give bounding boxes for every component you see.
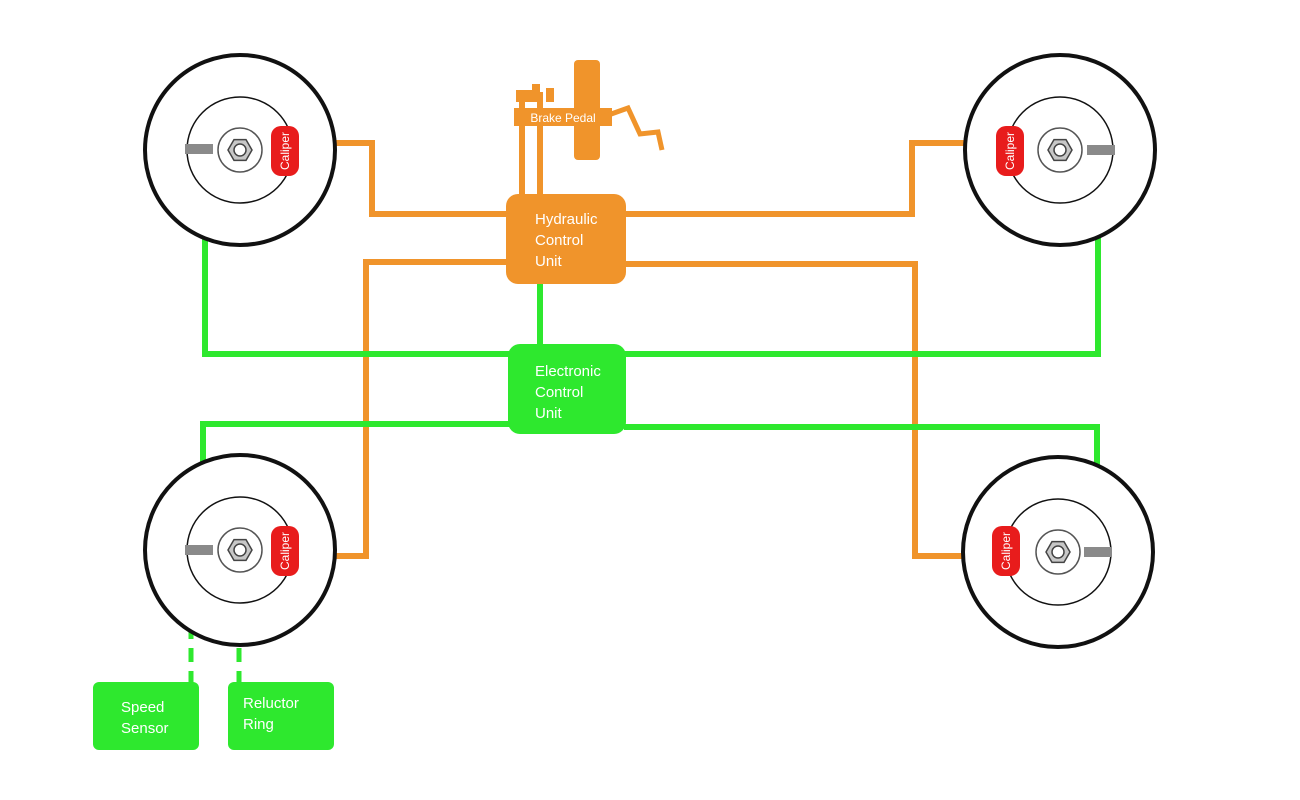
hub-nut-icon bbox=[227, 538, 253, 562]
brake-pedal-icon: Brake Pedal bbox=[514, 60, 665, 160]
hydraulic-line-rear-right bbox=[622, 261, 1000, 559]
caliper-label-rear-right: Caliper bbox=[999, 532, 1013, 570]
wheel-front-left: Caliper bbox=[143, 53, 337, 247]
caliper-rear-left bbox=[271, 526, 299, 576]
ecu-label-line-2: Control bbox=[535, 384, 583, 401]
reluctor-ring-box: Reluctor Ring bbox=[228, 682, 334, 750]
caliper-label-rear-left: Caliper bbox=[278, 532, 292, 570]
speed-sensor bbox=[1084, 547, 1112, 557]
wheel-rear-right: Caliper bbox=[961, 455, 1155, 649]
reluctor-ring-label-line-2: Ring bbox=[243, 716, 274, 733]
hub-nut-icon bbox=[1047, 138, 1073, 162]
hydraulic-line-front-right bbox=[622, 140, 1000, 217]
hcu-label-line-3: Unit bbox=[535, 253, 563, 270]
hub-nut-icon bbox=[1045, 540, 1071, 564]
electronic-control-unit: Electronic Control Unit bbox=[508, 344, 626, 434]
speed-sensor bbox=[185, 144, 213, 154]
reluctor-ring-label-line-1: Reluctor bbox=[243, 695, 299, 712]
wheel-front-right: Caliper bbox=[963, 53, 1157, 247]
ecu-label-line-1: Electronic bbox=[535, 363, 601, 380]
ecu-label-line-3: Unit bbox=[535, 405, 563, 422]
caliper-front-left bbox=[271, 126, 299, 176]
hydraulic-control-unit: Hydraulic Control Unit bbox=[506, 194, 626, 284]
hydraulic-line-rear-left bbox=[300, 259, 510, 559]
caliper-label-front-right: Caliper bbox=[1003, 132, 1017, 170]
hydraulic-lines bbox=[300, 92, 1000, 559]
speed-sensor bbox=[1087, 145, 1115, 155]
caliper-label-front-left: Caliper bbox=[278, 132, 292, 170]
hcu-label-line-2: Control bbox=[535, 232, 583, 249]
hcu-label-line-1: Hydraulic bbox=[535, 211, 598, 228]
speed-sensor-label-line-2: Sensor bbox=[121, 720, 169, 737]
caliper-front-right bbox=[996, 126, 1024, 176]
wheel-rear-left: Caliper bbox=[143, 453, 337, 647]
speed-sensor bbox=[185, 545, 213, 555]
brake-pedal-label: Brake Pedal bbox=[530, 111, 595, 125]
hub-nut-icon bbox=[227, 138, 253, 162]
caliper-rear-right bbox=[992, 526, 1020, 576]
speed-sensor-label-line-1: Speed bbox=[121, 699, 164, 716]
speed-sensor-box: Speed Sensor bbox=[93, 682, 199, 750]
